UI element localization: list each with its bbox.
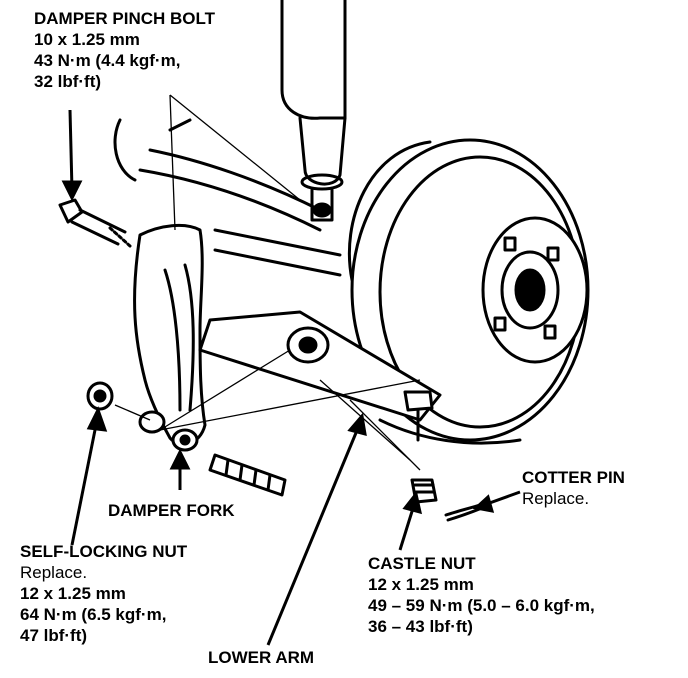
damper-pinch-bolt-title: DAMPER PINCH BOLT (34, 9, 216, 28)
drive-shaft (113, 118, 342, 277)
self-locking-nut (86, 381, 114, 411)
damper-strut (280, 0, 347, 222)
pinch-bolt (58, 198, 132, 248)
lower-bolt (208, 453, 287, 497)
cotter-pin-title: COTTER PIN (522, 468, 625, 487)
damper-fork-title: DAMPER FORK (108, 501, 235, 520)
lower-arm-shape (198, 310, 442, 442)
damper-pinch-bolt-torque: 43 N·m (4.4 kgf·m, (34, 51, 181, 70)
damper-pinch-bolt-size: 10 x 1.25 mm (34, 30, 140, 49)
damper-pinch-bolt-torque-lbf: 32 lbf·ft) (34, 72, 102, 91)
castle-nut-torque: 49 – 59 N·m (5.0 – 6.0 kgf·m, (368, 596, 595, 615)
self-locking-nut-title: SELF-LOCKING NUT (20, 542, 188, 561)
lower-arm-title: LOWER ARM (208, 648, 315, 667)
cotter-pin-note: Replace. (522, 489, 590, 508)
self-locking-nut-size: 12 x 1.25 mm (20, 584, 126, 603)
self-locking-nut-label: SELF-LOCKING NUT Replace. 12 x 1.25 mm 6… (20, 541, 187, 646)
self-locking-nut-note: Replace. (20, 563, 88, 582)
damper-fork-shape (133, 224, 207, 452)
castle-nut-torque-lbf: 36 – 43 lbf·ft) (368, 617, 473, 636)
castle-nut-label: CASTLE NUT 12 x 1.25 mm 49 – 59 N·m (5.0… (368, 553, 595, 637)
cotter-pin-label: COTTER PIN Replace. (522, 467, 625, 509)
damper-pinch-bolt-label: DAMPER PINCH BOLT 10 x 1.25 mm 43 N·m (4… (34, 8, 215, 92)
self-locking-nut-torque: 64 N·m (6.5 kgf·m, (20, 605, 167, 624)
self-locking-nut-torque-lbf: 47 lbf·ft) (20, 626, 88, 645)
damper-fork-label: DAMPER FORK (108, 500, 235, 521)
castle-nut-size: 12 x 1.25 mm (368, 575, 474, 594)
brake-disc (347, 138, 590, 445)
castle-nut-title: CASTLE NUT (368, 554, 476, 573)
lower-arm-label: LOWER ARM (208, 647, 314, 668)
